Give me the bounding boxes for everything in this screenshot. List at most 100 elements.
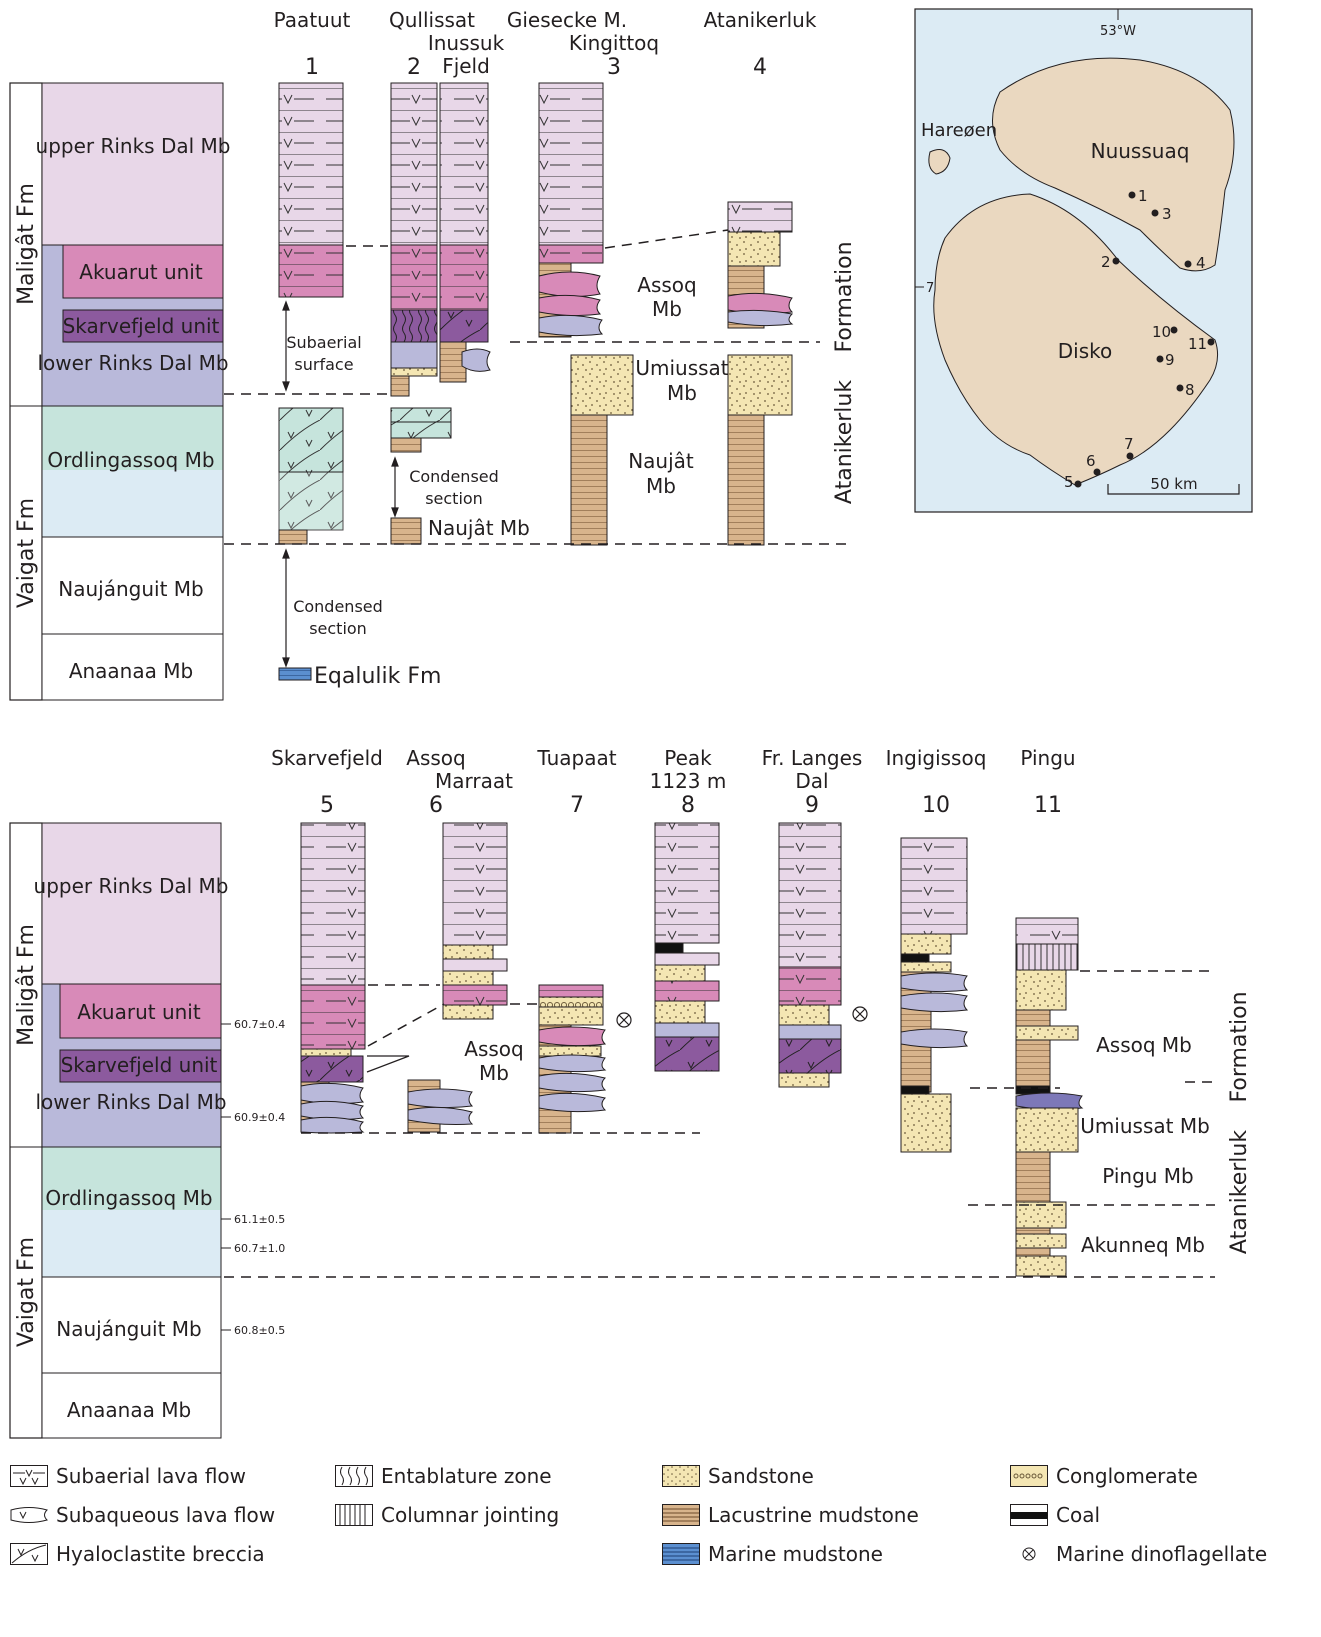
column-number-7: 7 bbox=[570, 793, 584, 818]
column-name-8b: 1123 m bbox=[650, 769, 727, 793]
condensed-section-lower-l2: section bbox=[309, 619, 367, 638]
map-loc-4: 4 bbox=[1196, 254, 1206, 272]
section-column-3 bbox=[538, 82, 634, 546]
column-number-6: 6 bbox=[429, 793, 443, 818]
dinoflagellate-icon bbox=[1022, 1547, 1036, 1561]
legend-item-coal: Coal bbox=[1010, 1503, 1100, 1527]
legend-label-subaerial: Subaerial lava flow bbox=[56, 1464, 247, 1488]
legend-label-entablature: Entablature zone bbox=[381, 1464, 552, 1488]
map-loc-7: 7 bbox=[1124, 435, 1134, 453]
member-skarvefjeld-bottom: Skarvefjeld unit bbox=[61, 1053, 218, 1077]
map-loc-9: 9 bbox=[1165, 351, 1175, 369]
naujat-mb-top-l1: Naujât bbox=[628, 449, 694, 473]
subaerial-lava-icon bbox=[10, 1465, 48, 1487]
column-name-10: Ingigissoq bbox=[886, 746, 987, 770]
section-column-9 bbox=[778, 822, 842, 1088]
section-column-1 bbox=[278, 82, 344, 681]
column-number-9: 9 bbox=[805, 793, 819, 818]
column-name-4: Atanikerluk bbox=[704, 8, 817, 32]
map-nuussuaq: Nuussuaq bbox=[1091, 139, 1190, 163]
section-column-8 bbox=[654, 822, 720, 1072]
assoq-mb-bottom-l1: Assoq bbox=[464, 1037, 523, 1061]
legend-label-dinoflagellate: Marine dinoflagellate bbox=[1056, 1542, 1268, 1566]
column-name-3b: Kingittoq bbox=[569, 31, 659, 55]
member-upper-rinks-bottom: upper Rinks Dal Mb bbox=[34, 874, 229, 898]
column-name-9a: Fr. Langes bbox=[762, 746, 863, 770]
legend-item-entablature: Entablature zone bbox=[335, 1464, 552, 1488]
eqalulik-fm-label: Eqalulik Fm bbox=[314, 664, 441, 689]
age-4: 60.7±1.0 bbox=[234, 1242, 285, 1255]
dinoflagellate-markers bbox=[616, 1006, 868, 1028]
legend-label-lacustrine: Lacustrine mudstone bbox=[708, 1503, 919, 1527]
top-correlation-lines bbox=[224, 229, 850, 545]
column-name-2b: Inussuk bbox=[428, 31, 505, 55]
map-loc-10: 10 bbox=[1152, 323, 1171, 341]
map-loc-6: 6 bbox=[1086, 452, 1096, 470]
column-name-6a: Assoq bbox=[406, 746, 465, 770]
column-name-6b: Marraat bbox=[435, 769, 513, 793]
condensed-section-top-l1: Condensed bbox=[409, 467, 499, 486]
subaerial-surface-l1: Subaerial bbox=[286, 333, 361, 352]
age-2: 60.9±0.4 bbox=[234, 1111, 285, 1124]
map-loc-8: 8 bbox=[1185, 381, 1195, 399]
column-number-2: 2 bbox=[407, 55, 421, 80]
column-name-5: Skarvefjeld bbox=[271, 746, 383, 770]
member-upper-rinks-top-l1: upper Rinks Dal Mb bbox=[36, 134, 231, 158]
member-naujanguit-top: Naujánguit Mb bbox=[58, 577, 203, 601]
legend-item-hyaloclastite: Hyaloclastite breccia bbox=[10, 1542, 265, 1566]
top-column-headers: Paatuut 1 Qullissat Inussuk Fjeld 2 Gies… bbox=[274, 8, 817, 80]
column-number-3: 3 bbox=[607, 55, 621, 80]
pingu-mb-right: Pingu Mb bbox=[1102, 1164, 1194, 1188]
legend-item-subaerial: Subaerial lava flow bbox=[10, 1464, 246, 1488]
legend-item-dinoflagellate: Marine dinoflagellate bbox=[1010, 1542, 1267, 1566]
lacustrine-icon bbox=[662, 1504, 700, 1526]
map-loc-2: 2 bbox=[1101, 253, 1111, 271]
formation-label-vaigat-top: Vaigat Fm bbox=[14, 498, 39, 608]
naujat-mb-top-l2: Mb bbox=[646, 474, 676, 498]
member-akuarut-bottom: Akuarut unit bbox=[77, 1000, 201, 1024]
column-number-10: 10 bbox=[922, 793, 950, 818]
map-scale-bar bbox=[1107, 484, 1240, 495]
column-number-1: 1 bbox=[305, 55, 319, 80]
marine-mudstone-icon bbox=[662, 1543, 700, 1565]
subaerial-surface-l2: surface bbox=[294, 355, 353, 374]
section-column-4 bbox=[727, 201, 794, 546]
legend-item-subaqueous: Subaqueous lava flow bbox=[10, 1503, 275, 1527]
column-name-3a: Giesecke M. bbox=[507, 8, 627, 32]
age-5: 60.8±0.5 bbox=[234, 1324, 285, 1337]
section-column-10 bbox=[900, 837, 969, 1153]
age-3: 61.1±0.5 bbox=[234, 1213, 285, 1226]
assoq-mb-top-l1: Assoq bbox=[637, 273, 696, 297]
umiussat-mb-top-l2: Mb bbox=[667, 381, 697, 405]
columnar-icon bbox=[335, 1504, 373, 1526]
section-column-11 bbox=[1015, 917, 1084, 1277]
assoq-mb-top-l2: Mb bbox=[652, 297, 682, 321]
atanikerluk-vertical-bottom: Atanikerluk bbox=[1227, 1130, 1252, 1254]
column-number-5: 5 bbox=[320, 793, 334, 818]
bottom-annotations: Assoq Mb Assoq Mb Umiussat Mb Pingu Mb A… bbox=[464, 991, 1252, 1257]
formation-vertical-top: Formation bbox=[832, 241, 857, 352]
hyaloclastite-icon bbox=[10, 1543, 48, 1565]
formation-vertical-bottom: Formation bbox=[1227, 991, 1252, 1102]
map-loc-11: 11 bbox=[1188, 335, 1207, 353]
column-number-4: 4 bbox=[753, 55, 767, 80]
column-name-9b: Dal bbox=[795, 769, 828, 793]
map-scale: 50 km bbox=[1150, 475, 1197, 493]
bottom-strat-scale: Maligât Fm Vaigat Fm upper Rinks Dal Mb … bbox=[9, 822, 229, 1439]
section-column-5 bbox=[300, 822, 366, 1134]
akunneq-mb-right: Akunneq Mb bbox=[1081, 1233, 1205, 1257]
bottom-column-headers: Skarvefjeld 5 Assoq Marraat 6 Tuapaat 7 … bbox=[271, 746, 1075, 818]
member-skarvefjeld-top: Skarvefjeld unit bbox=[63, 314, 220, 338]
formation-label-vaigat-bottom: Vaigat Fm bbox=[14, 1237, 39, 1347]
member-ordlingassoq-top: Ordlingassoq Mb bbox=[47, 448, 214, 472]
member-upper-rinks-top: upper Rinks Dal Mb bbox=[36, 134, 231, 158]
atanikerluk-vertical-top: Atanikerluk bbox=[832, 380, 857, 504]
legend: Subaerial lava flow Subaqueous lava flow… bbox=[0, 1460, 1321, 1637]
legend-label-marine: Marine mudstone bbox=[708, 1542, 883, 1566]
column-name-2a: Qullissat bbox=[389, 8, 475, 32]
nuussuaq-landmass bbox=[992, 57, 1235, 272]
sandstone-icon bbox=[662, 1465, 700, 1487]
section-column-7 bbox=[538, 984, 607, 1134]
assoq-mb-bottom-l2: Mb bbox=[479, 1061, 509, 1085]
column-number-8: 8 bbox=[681, 793, 695, 818]
